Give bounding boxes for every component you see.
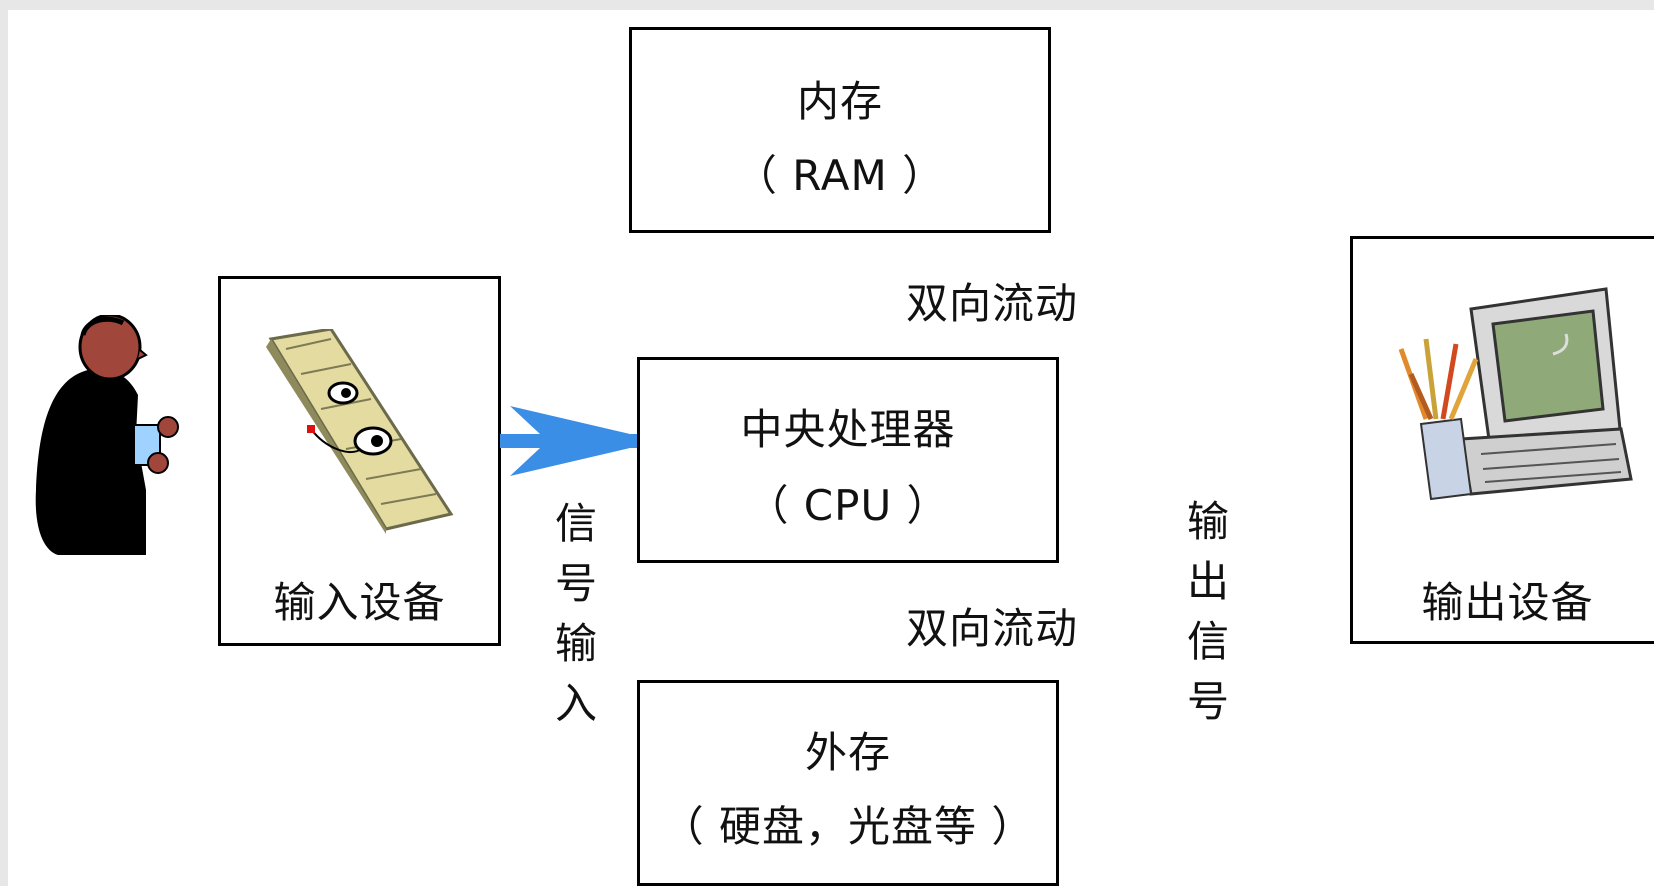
input-device-label: 输入设备: [273, 578, 446, 627]
output-device-box: 输出设备: [1350, 236, 1654, 644]
cpu-box: 中央处理器 （ CPU ）: [637, 357, 1059, 563]
flow-label-top: 双向流动: [906, 279, 1079, 328]
signal-input-label: 信 号 输 入: [554, 499, 597, 728]
signal-output-label: 输 出 信 号: [1186, 497, 1229, 726]
output-device-label: 输出设备: [1421, 578, 1594, 627]
external-title: 外存: [804, 728, 891, 777]
computer-icon: [1398, 287, 1633, 501]
ram-subtitle: （ RAM ）: [734, 151, 946, 200]
cpu-title: 中央处理器: [740, 405, 956, 454]
person-icon: [35, 315, 179, 555]
keyboard-icon: [266, 329, 454, 534]
ram-title: 内存: [796, 77, 883, 126]
ram-box: 内存 （ RAM ）: [629, 27, 1051, 233]
diagram-canvas: 输入设备 信 号 输 入 内存 （ RAM ） 双向流动 中央处理器 （ CPU…: [8, 10, 1654, 886]
external-subtitle: （ 硬盘，光盘等 ）: [661, 802, 1035, 851]
cpu-subtitle: （ CPU ）: [746, 481, 950, 530]
external-storage-box: 外存 （ 硬盘，光盘等 ）: [637, 680, 1059, 886]
flow-label-bottom: 双向流动: [906, 604, 1079, 653]
input-device-box: 输入设备: [218, 276, 501, 646]
arrow-icon: [500, 406, 637, 476]
